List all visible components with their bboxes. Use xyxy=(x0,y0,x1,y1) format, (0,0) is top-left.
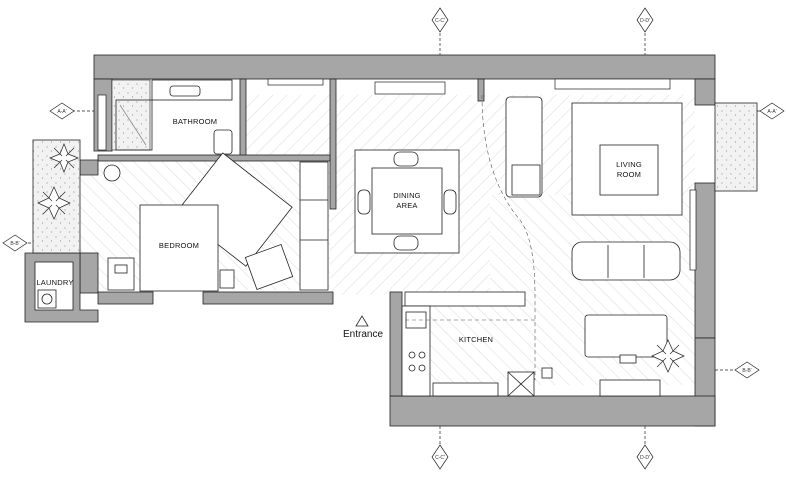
svg-text:D-D': D-D' xyxy=(640,18,650,24)
section-marker-top-left: C-C' xyxy=(431,7,449,55)
section-markers: C-C' D-D' C-C' D-D' A-A' B-B' xyxy=(2,7,785,470)
kitchen-dining-table xyxy=(584,314,668,358)
label-dining-1: DINING xyxy=(393,191,420,200)
wardrobe xyxy=(299,161,329,291)
dashed-lines xyxy=(405,94,536,380)
svg-text:B-B': B-B' xyxy=(10,241,19,247)
room-labels: BATHROOM BEDROOM LAUNDRY DINING AREA LIV… xyxy=(36,117,641,344)
furniture xyxy=(34,79,683,397)
label-bedroom: BEDROOM xyxy=(159,241,199,250)
label-bathroom: BATHROOM xyxy=(173,117,217,126)
label-living-1: LIVING xyxy=(616,160,642,169)
section-marker-bottom-left: C-C' xyxy=(431,426,449,470)
svg-text:A-A': A-A' xyxy=(767,109,776,115)
section-marker-bottom-right: D-D' xyxy=(636,426,654,470)
svg-text:C-C': C-C' xyxy=(435,18,445,24)
label-kitchen: KITCHEN xyxy=(459,335,493,344)
plants xyxy=(37,143,685,373)
svg-text:A-A': A-A' xyxy=(57,109,66,115)
bed xyxy=(139,204,219,292)
section-marker-right-top: A-A' xyxy=(757,102,785,120)
section-marker-left-top: A-A' xyxy=(49,102,94,120)
windows xyxy=(97,78,697,271)
section-marker-left-mid: B-B' xyxy=(2,234,33,252)
armchair xyxy=(244,244,294,290)
coffee-table xyxy=(599,144,659,196)
svg-text:D-D': D-D' xyxy=(640,455,650,461)
sofa xyxy=(571,241,681,281)
kitchen-bench xyxy=(599,379,661,397)
section-marker-top-right: D-D' xyxy=(636,7,654,55)
dining-table xyxy=(371,167,443,235)
label-dining-2: AREA xyxy=(396,201,417,210)
svg-text:C-C': C-C' xyxy=(435,455,445,461)
entrance-marker: Entrance xyxy=(343,315,383,340)
kitchen-counter-bottom xyxy=(432,382,499,397)
label-entrance: Entrance xyxy=(343,329,383,340)
label-living-2: ROOM xyxy=(617,170,641,179)
bathroom-toilet xyxy=(213,129,233,155)
svg-text:B-B': B-B' xyxy=(742,368,751,374)
section-marker-right-bottom: B-B' xyxy=(715,361,760,379)
kitchen-counter-top xyxy=(404,291,526,307)
label-laundry: LAUNDRY xyxy=(36,278,73,287)
